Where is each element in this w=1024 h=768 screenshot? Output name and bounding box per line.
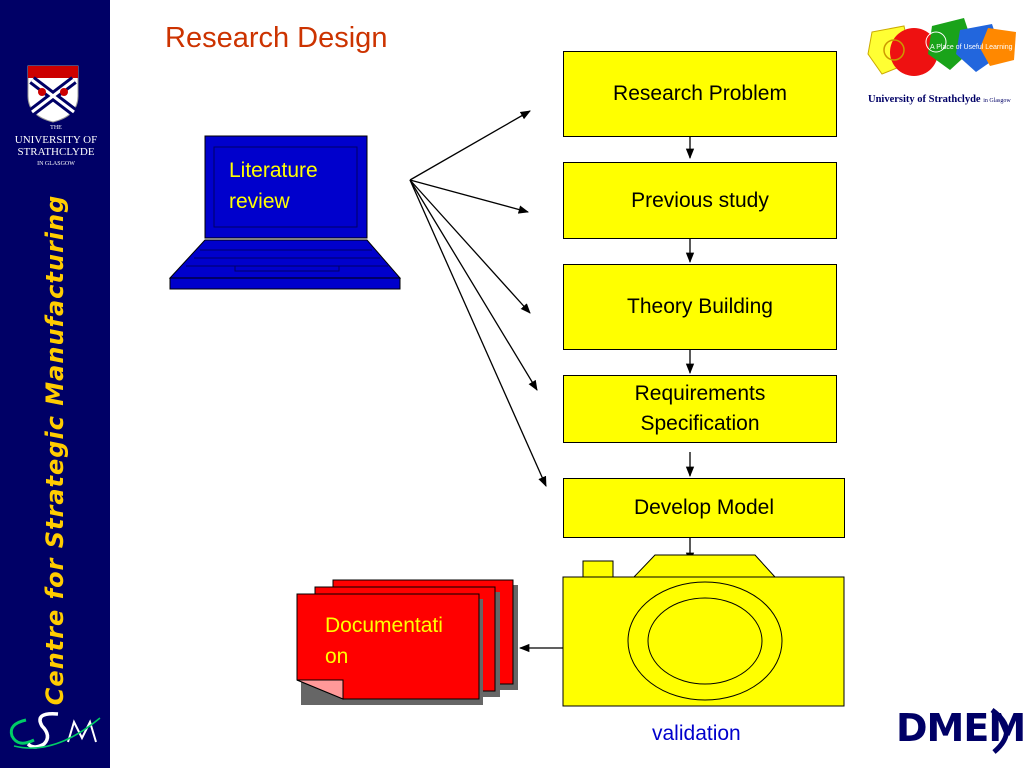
uni-line-the: THE: [50, 125, 62, 131]
dmem-swoosh-icon: [990, 707, 1009, 754]
literature-arrows: [409, 110, 547, 487]
camera-icon: [562, 554, 845, 707]
strathclyde-logo-icon: [867, 18, 1016, 76]
strathclyde-name-text: University of Strathclyde: [868, 94, 981, 105]
laptop-icon: [168, 135, 402, 290]
step-develop-model: Develop Model: [563, 478, 845, 538]
arrow-to-requirements: [409, 179, 538, 391]
step-research-problem: Research Problem: [563, 51, 837, 137]
university-wordmark: THE UNIVERSITY OF STRATHCLYDE IN GLASGOW: [6, 122, 106, 170]
strathclyde-tagline: A Place of Useful Learning: [930, 44, 1013, 51]
documents-icon: [296, 579, 518, 705]
step-requirements-specification: Requirements Specification: [563, 375, 837, 443]
uni-line-strathclyde: STRATHCLYDE: [17, 146, 95, 158]
uni-line-glasgow: IN GLASGOW: [37, 161, 75, 167]
strathclyde-name: University of Strathclyde in Glasgow: [868, 94, 1011, 105]
literature-review-label: Literature review: [229, 159, 318, 213]
strathclyde-subtitle: in Glasgow: [983, 98, 1011, 104]
arrow-to-develop-model: [409, 179, 547, 487]
documentation-label: Documentation: [325, 610, 465, 672]
sidebar: THE UNIVERSITY OF STRATHCLYDE IN GLASGOW…: [0, 0, 110, 768]
step-theory-building: Theory Building: [563, 264, 837, 350]
step-previous-study: Previous study: [563, 162, 837, 239]
arrow-to-theory-building: [409, 179, 531, 314]
arrow-to-research-problem: [409, 110, 531, 181]
csm-logo-icon: [9, 712, 101, 749]
validation-label: validation: [652, 722, 741, 745]
arrow-to-previous-study: [409, 179, 530, 214]
university-crest-icon: [27, 65, 79, 123]
uni-line-university: UNIVERSITY OF: [14, 134, 98, 146]
slide-title: Research Design: [165, 22, 388, 54]
documentation-label-text: Documentation: [325, 614, 443, 668]
